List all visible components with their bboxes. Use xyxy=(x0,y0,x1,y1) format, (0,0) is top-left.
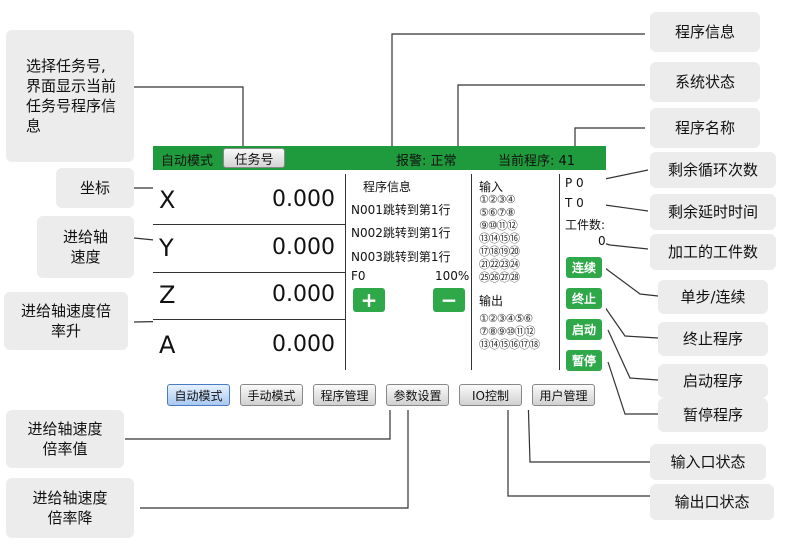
input-row: ⑰⑱⑲⑳ xyxy=(479,245,520,258)
mode-tabs: 自动模式 手动模式 程序管理 参数设置 IO控制 用户管理 xyxy=(167,384,599,406)
axis-name: X xyxy=(159,186,176,214)
current-program: 当前程序: 41 xyxy=(498,154,576,169)
workpiece-value: 0 xyxy=(598,234,606,248)
input-row: ⑤⑥⑦⑧ xyxy=(479,206,515,219)
tab-parameter-settings[interactable]: 参数设置 xyxy=(386,384,449,406)
callout-task-select: 选择任务号,界面显示当前任务号程序信息 xyxy=(6,30,134,162)
stop-button[interactable]: 终止 xyxy=(566,288,602,309)
axis-row-a: A 0.000 xyxy=(153,323,345,370)
ratio-down-button[interactable]: − xyxy=(433,288,465,312)
mode-label: 自动模式 xyxy=(161,154,214,169)
callout-feed-ratio-value: 进给轴速度倍率值 xyxy=(6,410,124,468)
callout-program-name: 程序名称 xyxy=(650,108,760,148)
input-row: ⑬⑭⑮⑯ xyxy=(479,232,520,245)
leader-pause xyxy=(607,361,658,415)
axis-row-y: Y 0.000 xyxy=(153,226,345,273)
workpiece-label: 工件数: xyxy=(565,218,606,232)
leader-program-info xyxy=(391,33,645,180)
output-indicators: ①②③④⑤⑥ ⑦⑧⑨⑩⑪⑫ ⑬⑭⑮⑯⑰⑱ xyxy=(479,312,540,351)
tab-manual-mode[interactable]: 手动模式 xyxy=(240,384,303,406)
output-row: ⑦⑧⑨⑩⑪⑫ xyxy=(479,325,535,338)
program-line: N003跳转到第1行 xyxy=(351,250,451,264)
callout-stop-program: 终止程序 xyxy=(658,322,768,356)
output-label: 输出 xyxy=(479,294,504,308)
axis-row-x: X 0.000 xyxy=(153,178,345,225)
leader-workpieces xyxy=(599,241,649,250)
leader-task xyxy=(134,86,244,150)
callout-single-continuous: 单步/连续 xyxy=(658,280,768,314)
remaining-delay: T 0 xyxy=(565,196,584,210)
hmi-panel: 自动模式 任务号 报警: 正常 当前程序: 41 X 0.000 Y 0.000… xyxy=(153,146,606,410)
callout-program-info: 程序信息 xyxy=(650,12,760,52)
callout-system-status: 系统状态 xyxy=(650,62,760,102)
callout-remaining-delay: 剩余延时时间 xyxy=(650,194,776,230)
axis-value: 0.000 xyxy=(272,235,335,260)
tab-auto-mode[interactable]: 自动模式 xyxy=(167,384,230,406)
leader-system-status xyxy=(457,84,645,150)
remaining-cycles: P 0 xyxy=(565,176,584,190)
tab-program-manage[interactable]: 程序管理 xyxy=(313,384,376,406)
leader-program-name xyxy=(574,127,645,150)
axis-name: Y xyxy=(159,234,174,262)
axis-value: 0.000 xyxy=(272,187,335,212)
axis-row-z: Z 0.000 xyxy=(153,273,345,320)
callout-start-program: 启动程序 xyxy=(658,364,768,398)
callout-coordinates: 坐标 xyxy=(56,168,134,208)
task-number-button[interactable]: 任务号 xyxy=(223,148,285,168)
input-row: ①②③④ xyxy=(479,193,515,206)
divider xyxy=(559,174,560,370)
axis-name: Z xyxy=(159,281,176,309)
input-row: ㉕㉖㉗㉘ xyxy=(479,271,520,284)
tab-user-manage[interactable]: 用户管理 xyxy=(532,384,595,406)
axis-value: 0.000 xyxy=(272,282,335,307)
feed-ratio: 100% xyxy=(435,269,470,283)
leader-stop xyxy=(599,299,659,339)
input-row: ⑨⑩⑪⑫ xyxy=(479,219,518,232)
leader-continuous xyxy=(604,267,659,297)
callout-output-status: 输出口状态 xyxy=(650,484,774,520)
callout-feed-ratio-up: 进给轴速度倍率升 xyxy=(4,292,128,350)
output-row: ⑬⑭⑮⑯⑰⑱ xyxy=(479,338,540,351)
input-label: 输入 xyxy=(479,180,504,194)
callout-input-status: 输入口状态 xyxy=(650,444,766,480)
input-indicators: ①②③④ ⑤⑥⑦⑧ ⑨⑩⑪⑫ ⑬⑭⑮⑯ ⑰⑱⑲⑳ ㉑㉒㉓㉔ ㉕㉖㉗㉘ xyxy=(479,193,520,284)
callout-feed-speed: 进给轴速度 xyxy=(37,216,134,278)
alarm-status: 报警: 正常 xyxy=(396,154,457,169)
output-row: ①②③④⑤⑥ xyxy=(479,312,533,325)
divider xyxy=(471,174,472,370)
callout-workpiece-count: 加工的工件数 xyxy=(650,234,776,270)
program-line: N002跳转到第1行 xyxy=(351,226,451,240)
program-info-title: 程序信息 xyxy=(363,180,412,194)
status-bar: 自动模式 任务号 报警: 正常 当前程序: 41 xyxy=(153,146,606,170)
callout-remaining-cycles: 剩余循环次数 xyxy=(650,152,776,188)
input-row: ㉑㉒㉓㉔ xyxy=(479,258,520,271)
callout-pause-program: 暂停程序 xyxy=(658,398,768,432)
callout-feed-ratio-down: 进给轴速度倍率降 xyxy=(6,478,134,538)
continuous-button[interactable]: 连续 xyxy=(566,257,602,278)
axis-value: 0.000 xyxy=(272,332,335,357)
axis-name: A xyxy=(159,331,176,359)
pause-button[interactable]: 暂停 xyxy=(566,350,602,371)
feed-speed: F0 xyxy=(351,269,366,283)
leader-start xyxy=(607,329,659,381)
divider xyxy=(345,174,346,370)
start-button[interactable]: 启动 xyxy=(566,319,602,340)
program-line: N001跳转到第1行 xyxy=(351,203,451,217)
tab-io-control[interactable]: IO控制 xyxy=(459,384,522,406)
ratio-up-button[interactable]: + xyxy=(353,288,385,312)
